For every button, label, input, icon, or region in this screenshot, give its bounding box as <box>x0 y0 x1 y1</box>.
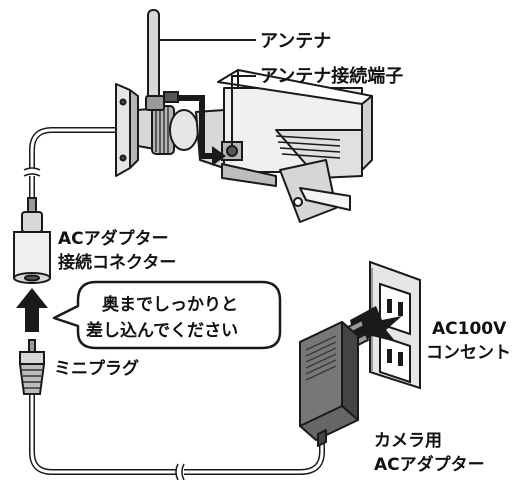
cable-break-mark <box>23 167 185 480</box>
ac-connector-label-line2: 接続コネクター <box>58 252 176 273</box>
mini-plug <box>18 339 46 395</box>
antenna-terminal-illustration <box>221 141 243 161</box>
outlet-label-line2: コンセント <box>426 343 511 363</box>
instruction-bubble <box>52 280 282 350</box>
connection-arrow <box>178 95 226 166</box>
antenna-terminal-label: アンテナ接続端子 <box>260 65 403 87</box>
mini-plug-label: ミニプラグ <box>54 358 139 379</box>
ac-connector-label-line1: ACアダプター <box>58 228 169 249</box>
outlet-label-line1: AC100V <box>432 319 507 339</box>
instruction-line2: 差し込んでください <box>86 320 238 341</box>
ac-adapter-body <box>299 319 369 447</box>
camera-illustration <box>115 69 373 223</box>
adapter-label-line2: ACアダプター <box>374 454 485 475</box>
instruction-line1: 奥までしっかりと <box>102 294 238 315</box>
antenna-illustration <box>145 9 179 111</box>
insert-up-arrow <box>16 288 48 332</box>
leader-lines <box>160 39 256 146</box>
antenna-label: アンテナ <box>260 31 331 52</box>
adapter-label-line1: カメラ用 <box>374 431 442 451</box>
ac-adapter-connector <box>13 197 51 284</box>
